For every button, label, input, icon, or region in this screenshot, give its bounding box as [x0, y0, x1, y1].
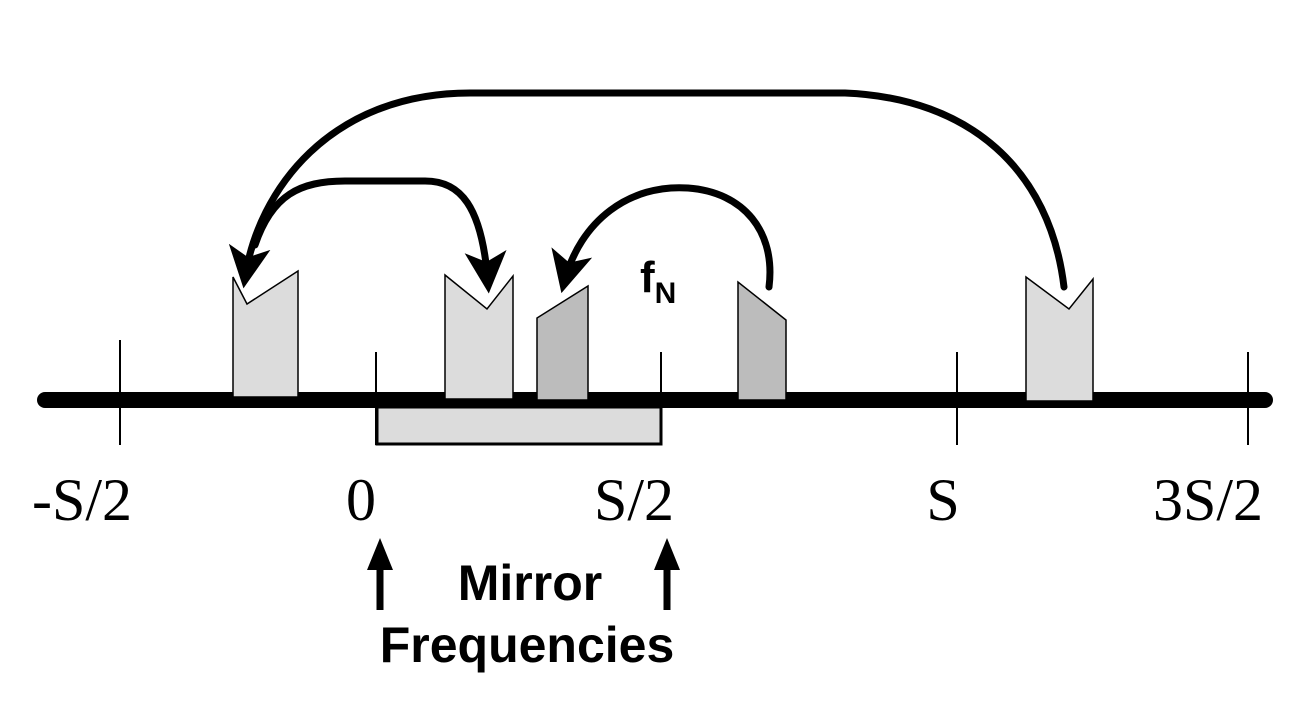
mirror-arrowhead-zero — [367, 538, 393, 570]
tick-label-neg-half-s: -S/2 — [32, 467, 132, 533]
spectrum-block-alias-in-band — [536, 284, 589, 401]
spectrum-block-baseband-mirror — [444, 273, 514, 400]
spectrum-block-image-near-s — [1025, 275, 1094, 402]
spectrum-block-negative-alias — [232, 269, 299, 398]
mirror-label-line2: Frequencies — [380, 617, 675, 673]
spectrum-block-signal-above-nyquist — [737, 280, 787, 401]
nyquist-subscript: N — [655, 277, 677, 310]
tick-label-s: S — [926, 467, 959, 533]
fold-arrow-negative-to-baseband — [251, 177, 507, 294]
baseband-range-bar — [375, 405, 663, 446]
fold-arrow-image-to-negative — [228, 89, 1068, 291]
tick-label-zero: 0 — [346, 467, 376, 533]
tick-label-three-half-s: 3S/2 — [1153, 467, 1263, 533]
tick-label-half-s: S/2 — [594, 467, 674, 533]
nyquist-symbol: f — [640, 253, 655, 302]
mirror-arrowhead-half-s — [654, 538, 680, 570]
nyquist-frequency-label: fN — [640, 253, 676, 310]
mirror-label-line1: Mirror — [458, 555, 602, 611]
fold-arrow-nyquist-fold — [551, 184, 774, 294]
